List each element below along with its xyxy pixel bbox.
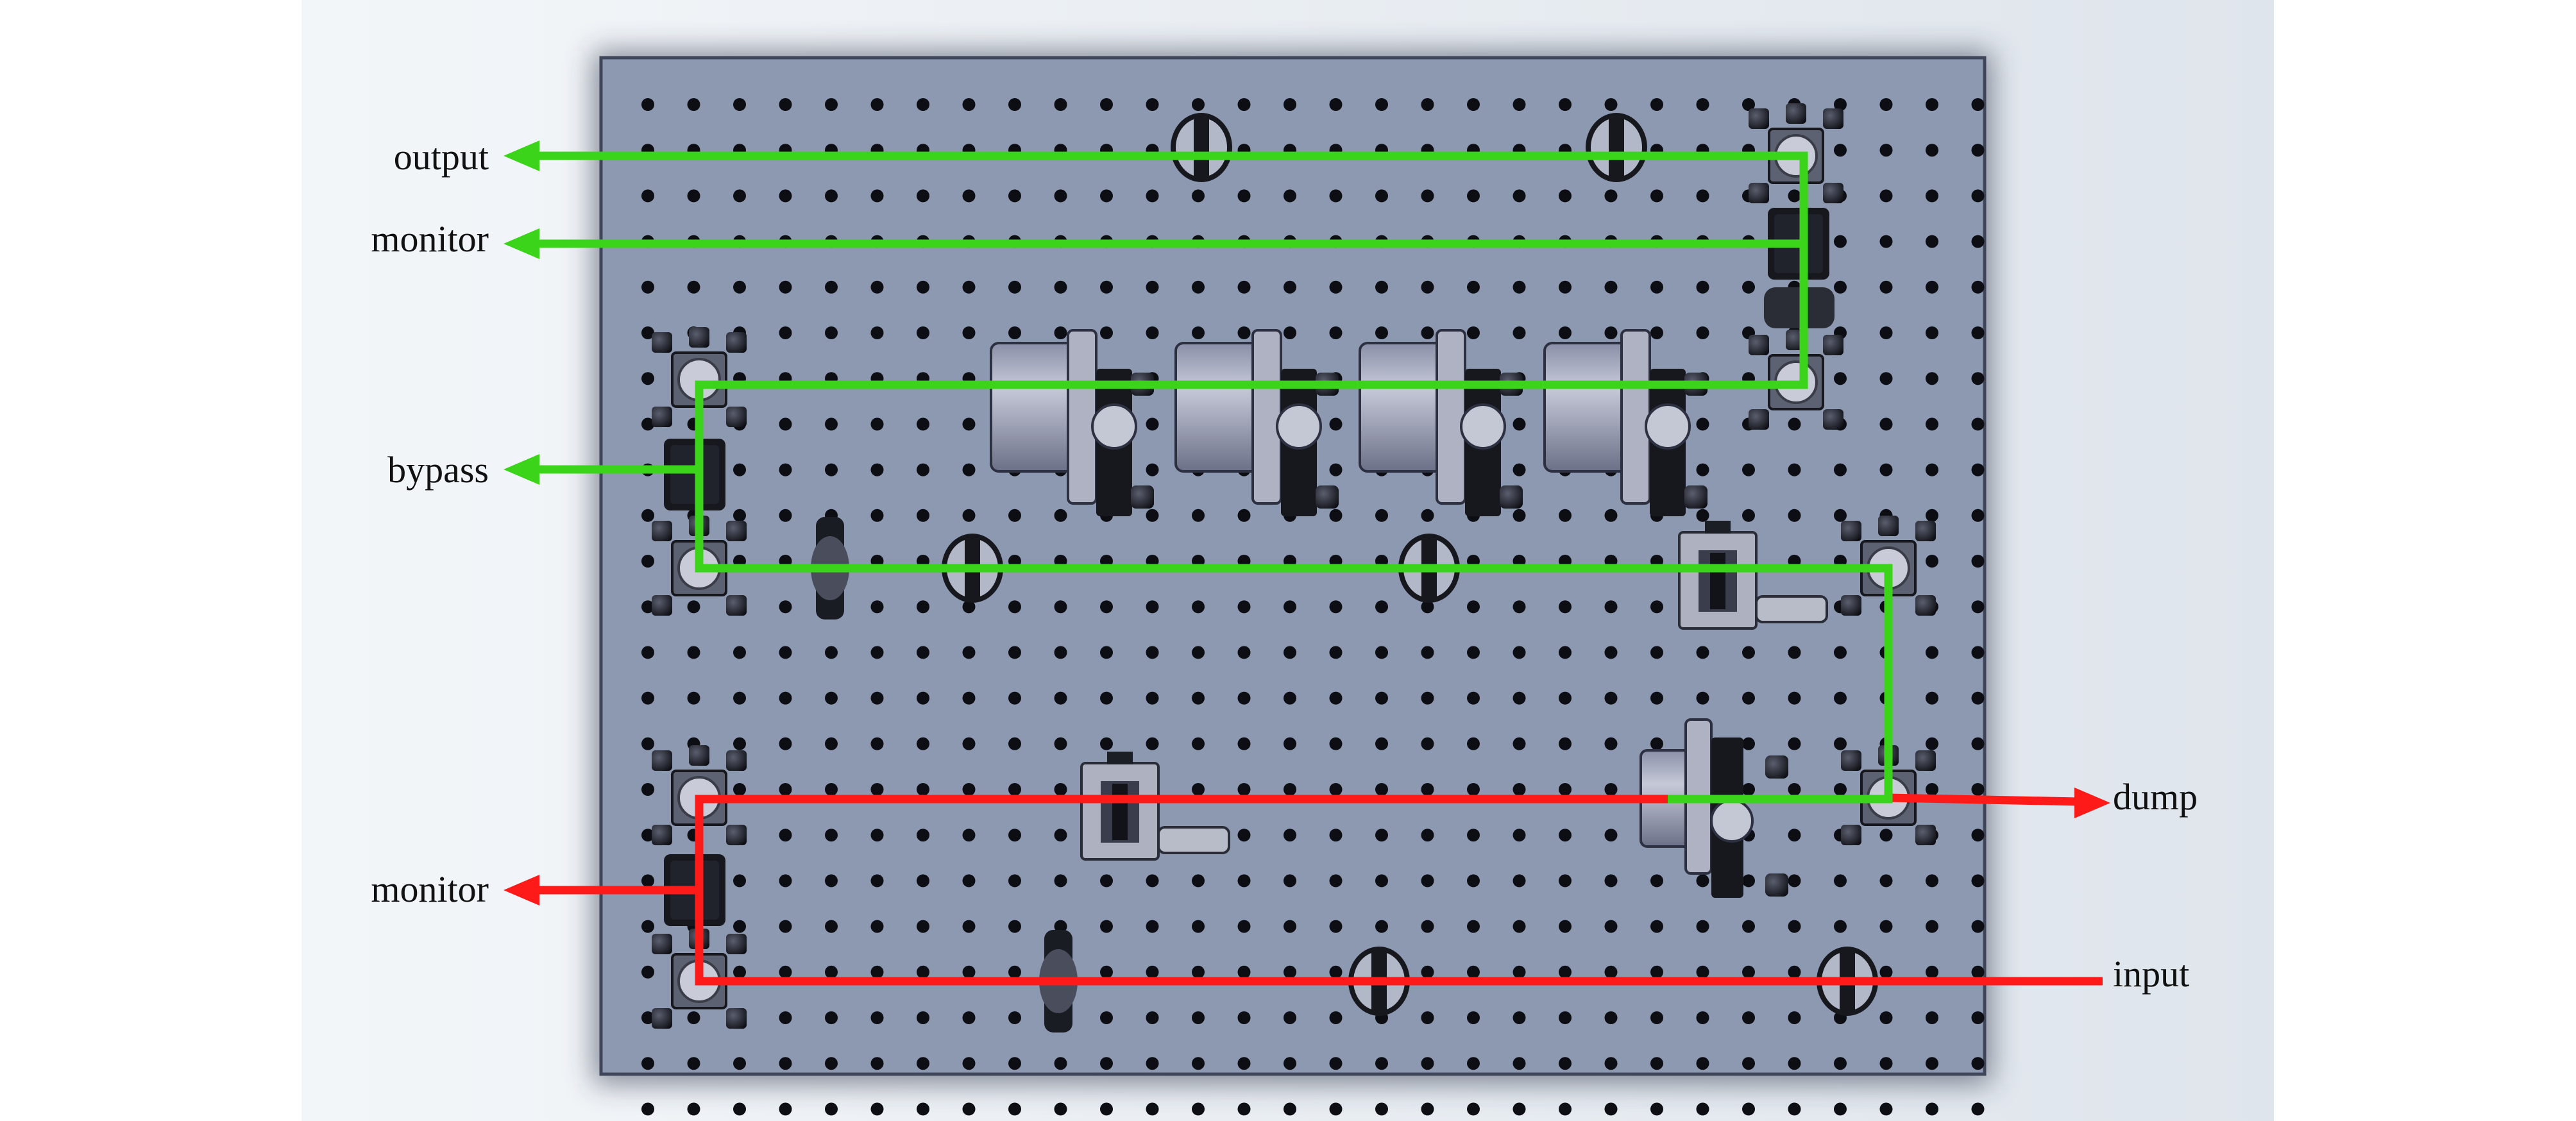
label-dump: dump bbox=[2113, 776, 2198, 818]
label-monitor-top: monitor bbox=[371, 218, 489, 260]
isolator-icon bbox=[1359, 329, 1523, 516]
label-input: input bbox=[2113, 953, 2189, 995]
mount-holder bbox=[1764, 287, 1835, 328]
arrow-head-icon bbox=[504, 140, 539, 171]
arrow-head-icon bbox=[504, 875, 539, 906]
label-bypass: bypass bbox=[387, 449, 489, 491]
mirror-mount-icon bbox=[652, 745, 747, 845]
arrow-head-icon bbox=[504, 228, 539, 259]
isolator-icon bbox=[990, 329, 1154, 516]
isolator-icon bbox=[1174, 329, 1339, 516]
arrow-head-icon bbox=[504, 454, 539, 485]
mirror-mount-icon bbox=[652, 327, 747, 427]
beam-splitter-icon bbox=[664, 439, 725, 510]
beam-main-green bbox=[539, 151, 1893, 804]
beam-dump-red bbox=[1888, 793, 2079, 806]
label-monitor-bottom: monitor bbox=[371, 868, 489, 910]
optics-layer bbox=[652, 103, 1936, 1032]
iris-icon bbox=[1171, 113, 1232, 182]
arrow-head-icon bbox=[2074, 788, 2110, 818]
beam-paths bbox=[504, 140, 2110, 986]
iris-icon bbox=[1586, 113, 1647, 182]
translation-stage-icon bbox=[1678, 521, 1828, 630]
translation-stage-icon bbox=[1080, 752, 1230, 861]
label-output: output bbox=[394, 136, 489, 178]
isolator-icon bbox=[1543, 329, 1707, 516]
